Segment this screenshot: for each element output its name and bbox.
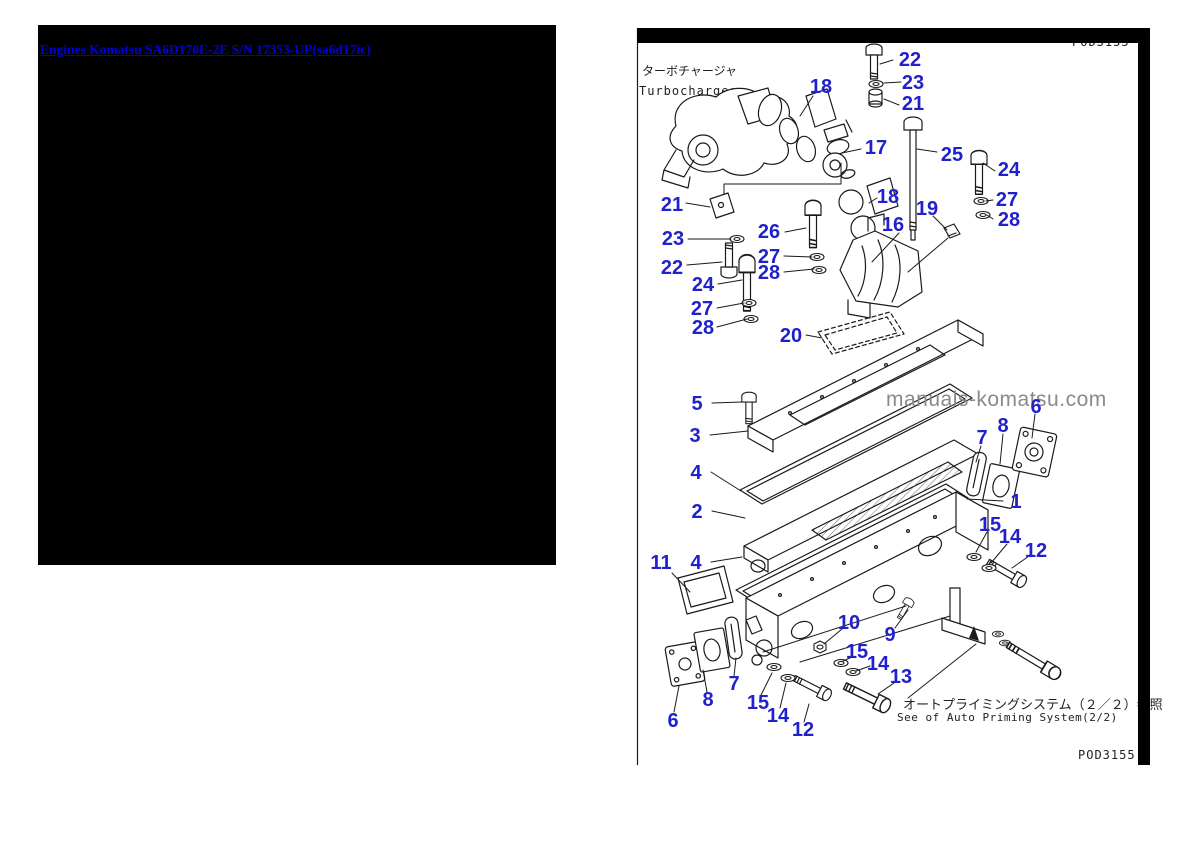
diagram-top-border <box>637 28 1148 43</box>
gasket-20 <box>817 311 905 355</box>
oring-set-18-left <box>778 88 837 163</box>
turbocharger-label-jp: ターボチャージャ <box>642 64 738 78</box>
bolts <box>720 43 1064 716</box>
priming-bracket <box>941 587 1012 647</box>
flange-group-left <box>664 615 763 687</box>
clip-19 <box>943 223 961 239</box>
drawing-code-bottom-right: POD3155 <box>1078 748 1136 762</box>
image-placeholder-black <box>38 25 556 565</box>
long-bolt-25 <box>903 116 923 241</box>
bracket-21 <box>709 192 735 219</box>
oring-set-18-right <box>838 177 899 241</box>
diagram-right-border <box>1138 28 1150 765</box>
watermark-text: manuals-komatsu.com <box>886 388 1107 411</box>
drawing-code-top-right: POD3155 <box>1072 43 1142 48</box>
gasket-4-upper <box>739 383 973 505</box>
flange-group-right <box>966 426 1058 509</box>
manifold-body-1 <box>745 491 989 666</box>
spacer-21 <box>868 88 883 108</box>
engine-model-link[interactable]: Engines Komatsu SA6D170E-2E S/N 17353-UP… <box>40 42 371 57</box>
washers-nuts <box>729 79 997 683</box>
turbocharger-label-en: Turbocharger <box>639 84 738 98</box>
turbocharger-drawing <box>661 87 798 189</box>
auto-priming-note-en: See of Auto Priming System(2/2) <box>897 711 1118 724</box>
auto-priming-note-jp: オートプライミングシステム（２／２）参照 <box>903 698 1163 713</box>
leader-lines <box>671 59 1036 723</box>
elbow-connector-17 <box>822 119 856 179</box>
cover-3 <box>747 319 984 453</box>
gasket-11 <box>677 565 734 615</box>
intake-connector-16 <box>839 213 923 319</box>
